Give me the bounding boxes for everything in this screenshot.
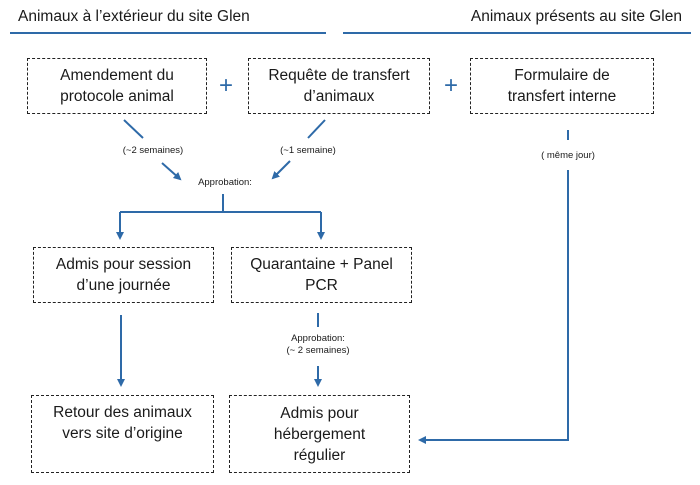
box-retour-animaux: Retour des animaux vers site d’origine	[31, 395, 214, 473]
note-approbation-pcr: Approbation: (~ 2 semaines)	[286, 333, 350, 356]
box-admis-session: Admis pour session d’une journée	[33, 247, 214, 303]
connector-amendement-top	[123, 119, 144, 139]
plus-operator-2: +	[444, 72, 459, 99]
box-formulaire-label: Formulaire de transfert interne	[507, 67, 617, 105]
arrow-requete-approbation	[271, 160, 291, 180]
connector-requete-top	[307, 119, 326, 139]
box-retour-label: Retour des animaux vers site d’origine	[53, 404, 192, 442]
box-requete-label: Requête de transfert d’animaux	[268, 67, 410, 105]
box-amendement-label: Amendement du protocole animal	[60, 67, 174, 105]
arrow-formulaire-to-hebergement	[418, 170, 569, 444]
box-quarantaine-pcr: Quarantaine + Panel PCR	[231, 247, 412, 303]
box-admis-hebergement-label: Admis pour hébergement régulier	[273, 404, 366, 464]
arrow-amendement-approbation	[161, 162, 182, 181]
box-amendement-protocole: Amendement du protocole animal	[27, 58, 207, 114]
note-two-weeks: (~2 semaines)	[122, 145, 184, 156]
header-outside-underline	[10, 32, 326, 34]
box-quarantaine-label: Quarantaine + Panel PCR	[250, 256, 393, 294]
header-outside-glen: Animaux à l’extérieur du site Glen	[18, 8, 250, 25]
plus-operator-1: +	[219, 72, 234, 99]
box-formulaire-transfert: Formulaire de transfert interne	[470, 58, 654, 114]
note-same-day: ( même jour)	[541, 150, 595, 161]
box-admis-hebergement: Admis pour hébergement régulier	[229, 395, 410, 473]
note-one-week: (~1 semaine)	[280, 145, 336, 156]
note-approbation: Approbation:	[198, 177, 252, 188]
header-present-glen: Animaux présents au site Glen	[470, 8, 682, 25]
header-present-underline	[343, 32, 691, 34]
box-requete-transfert: Requête de transfert d’animaux	[248, 58, 430, 114]
box-admis-session-label: Admis pour session d’une journée	[55, 256, 192, 294]
